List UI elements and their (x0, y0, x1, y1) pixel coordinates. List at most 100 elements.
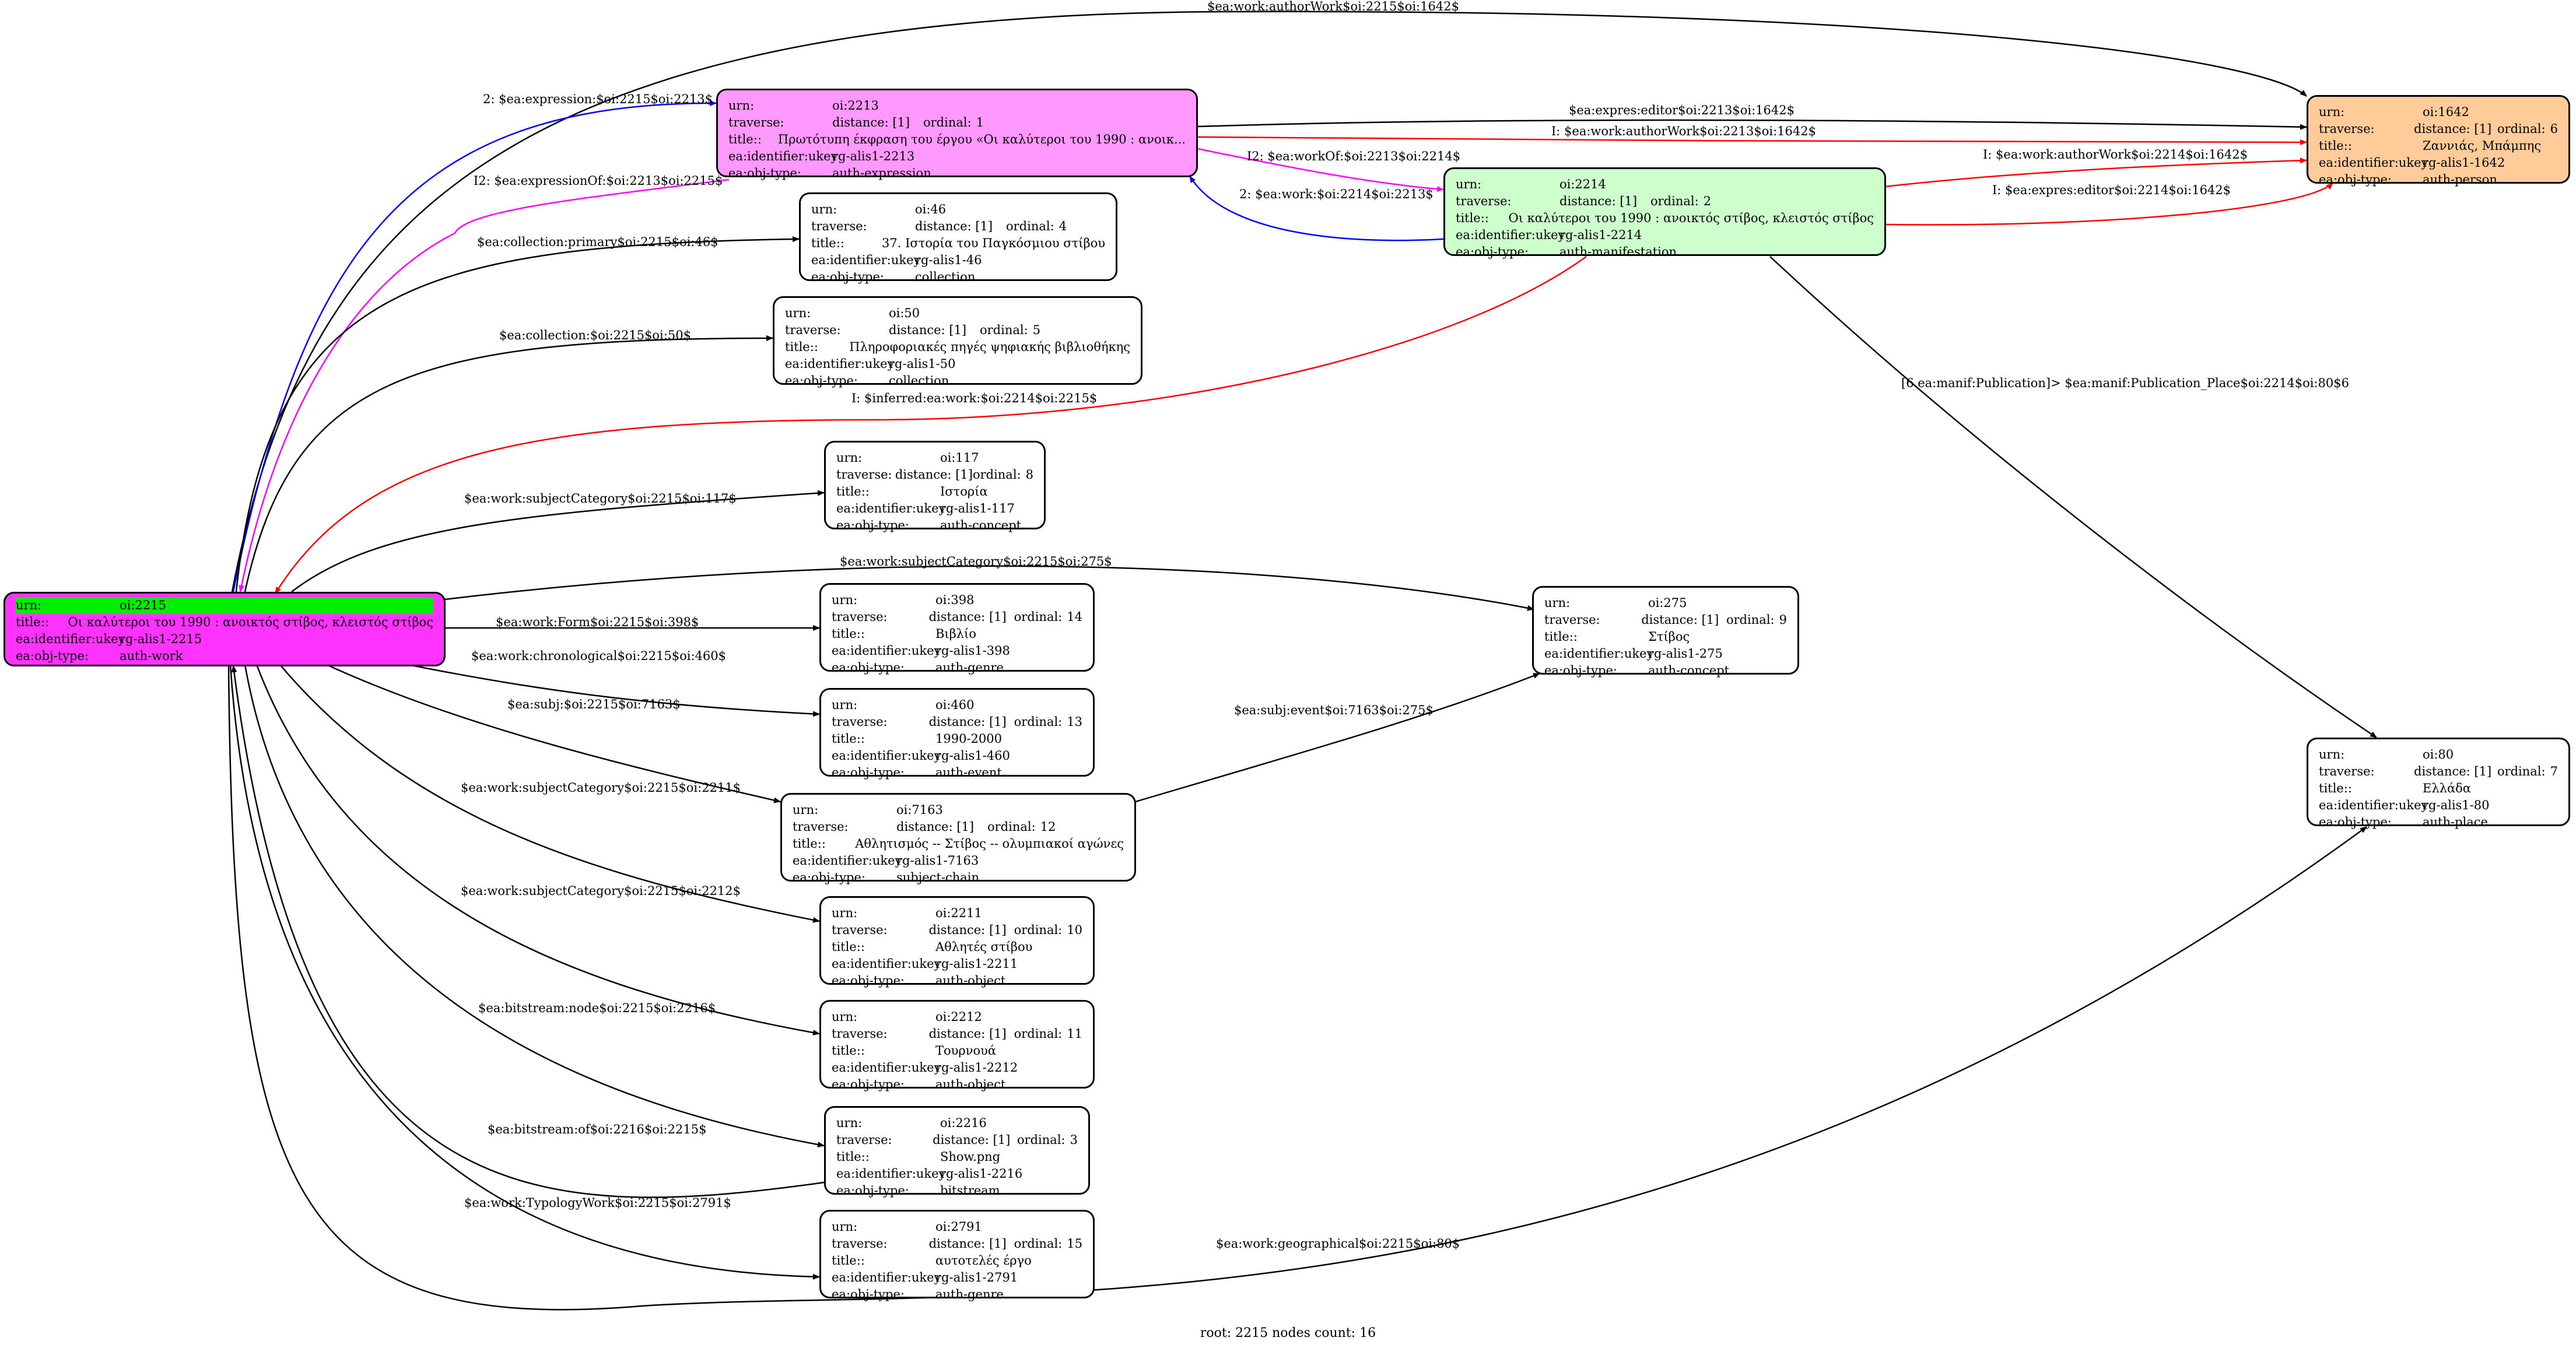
node-type-row: ea:obj-type:auth-event (832, 764, 1082, 781)
node-title: Οι καλύτεροι του 1990 : ανοικτός στίβος,… (68, 615, 433, 629)
node-title-row: title::37. Ιστορία του Παγκόσμιου στίβου (811, 235, 1105, 252)
node-ordinal-label: ordinal: (923, 115, 972, 129)
edge-subjcat-2215-2211 (279, 664, 820, 923)
node-type-row: ea:obj-type:auth-genre (832, 659, 1082, 676)
node-type: collection (889, 374, 949, 388)
node-ordinal-value: 12 (1040, 820, 1056, 834)
node-title: Show.png (940, 1150, 1001, 1164)
node-ordinal-label: ordinal: (987, 820, 1036, 834)
node-ordinal: ordinal:11 (1014, 1026, 1082, 1042)
node-ordinal: ordinal:2 (1650, 193, 1711, 210)
node-title: Ζαννιάς, Μπάμπης (2423, 139, 2542, 153)
node-ordinal: ordinal:3 (1017, 1132, 1078, 1149)
node-ukey: rg-alis1-2211 (935, 957, 1018, 971)
node-ordinal: ordinal:1 (923, 114, 984, 131)
edge-subjcat-2215-2212 (255, 664, 820, 1035)
node-urn: oi:2211 (935, 906, 982, 920)
node-ordinal-value: 7 (2550, 764, 2558, 778)
node-ordinal-value: 13 (1067, 715, 1082, 729)
node-type-row: ea:obj-type:bitstream (836, 1182, 1078, 1199)
node-ordinal: ordinal:9 (1726, 612, 1787, 629)
node-ordinal-value: 9 (1779, 613, 1787, 627)
node-title-row: title::Αθλητισμός -- Στίβος -- ολυμπιακο… (793, 836, 1124, 852)
node-urn-row: urn:oi:117 (836, 450, 1033, 466)
node-title: Οι καλύτεροι του 1990 : ανοικτός στίβος,… (1508, 211, 1874, 225)
node-title: αυτοτελές έργο (935, 1254, 1032, 1268)
node-type: collection (915, 270, 976, 284)
node-type-row: ea:obj-type:collection (811, 269, 1105, 286)
node-ukey: rg-alis1-46 (915, 253, 982, 267)
node-title-row: title::Στίβος (1544, 629, 1787, 645)
node-urn-row: urn:oi:275 (1544, 595, 1787, 612)
edge-label-expressionof: I2: $ea:expressionOf:$oi:2213$oi:2215$ (474, 174, 723, 188)
node-ordinal: ordinal:13 (1014, 714, 1082, 731)
node-urn-row: urn:oi:46 (811, 201, 1105, 218)
edge-expression-2215-2213 (232, 100, 717, 592)
node-ukey: rg-alis1-7163 (896, 854, 979, 868)
node-ordinal-value: 8 (1025, 468, 1033, 482)
node-urn-row: urn:oi:80 (2319, 746, 2558, 763)
edge-typology-2215-2791 (229, 664, 820, 1280)
edge-label-chrono: $ea:work:chronological$oi:2215$oi:460$ (471, 649, 726, 663)
node-title: Ελλάδα (2423, 781, 2471, 795)
edge-label-collection-primary: $ea:collection:primary$oi:2215$oi:46$ (477, 235, 718, 249)
edge-subj-2215-7163 (326, 664, 781, 803)
node-traverse-row: traverse:distance: [1]ordinal:8 (836, 466, 1033, 483)
edge-label-expres-editor-2214: I: $ea:expres:editor$oi:2214$oi:1642$ (1992, 183, 2231, 197)
edge-subj-event-7163-275 (1135, 672, 1540, 803)
node-title-row: title::Ιστορία (836, 483, 1033, 500)
node-urn: oi:80 (2423, 747, 2454, 761)
node-title-row: title::Πρωτότυπη έκφραση του έργου «Οι κ… (728, 131, 1186, 148)
node-distance: distance: [1] (2414, 764, 2492, 778)
edge-label-subj-event: $ea:subj:event$oi:7163$oi:275$ (1234, 703, 1434, 717)
node-title-row: title::Ζαννιάς, Μπάμπης (2319, 138, 2558, 155)
node-distance: distance: [1] (928, 610, 1007, 624)
edge-geographical-2215-80 (227, 664, 2367, 1311)
node-type: auth-concept (1648, 664, 1730, 677)
node-ordinal-label: ordinal: (1014, 1237, 1063, 1251)
node-type-row: ea:obj-type:subject-chain (793, 869, 1124, 886)
node-urn-row: urn:oi:2212 (832, 1009, 1082, 1026)
edge-authorwork-2214-1642 (1885, 157, 2307, 188)
edge-label-typology: $ea:work:TypologyWork$oi:2215$oi:2791$ (464, 1196, 731, 1210)
node-ordinal: ordinal:6 (2497, 121, 2558, 138)
node-distance: distance: [1] (896, 820, 975, 834)
node-traverse-row: traverse:distance: [1]ordinal:6 (2319, 121, 2558, 138)
edge-bitstream-node-2215-2216 (244, 664, 825, 1147)
node-urn-row: urn:oi:398 (832, 592, 1082, 609)
node-ordinal-value: 6 (2550, 122, 2558, 136)
edge-workof-2213-2214 (1197, 148, 1444, 192)
node-ukey: rg-alis1-2215 (120, 632, 202, 646)
node-ukey: rg-alis1-460 (935, 749, 1010, 763)
node-ukey: rg-alis1-1642 (2423, 156, 2505, 170)
edge-label-workof: I2: $ea:workOf:$oi:2213$oi:2214$ (1247, 149, 1460, 163)
node-2215-root[interactable]: urn:oi:2215 title::Οι καλύτεροι του 1990… (3, 592, 446, 666)
node-ukey: rg-alis1-275 (1648, 647, 1723, 661)
node-ukey: rg-alis1-50 (889, 357, 956, 371)
edge-subjcat-2215-275 (444, 565, 1534, 611)
node-title-row: title::Show.png (836, 1149, 1078, 1166)
node-urn-row: urn:oi:2791 (832, 1219, 1082, 1235)
